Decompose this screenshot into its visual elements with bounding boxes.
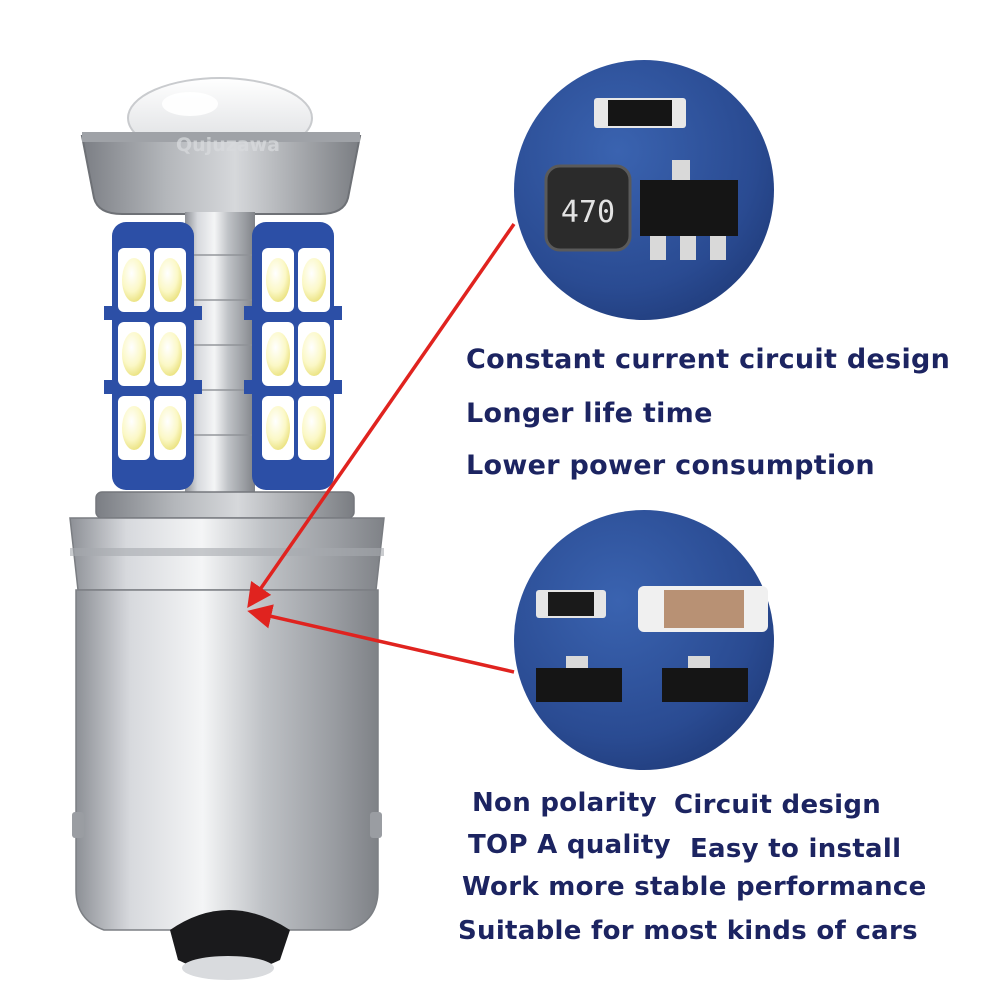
chip-inductor bbox=[544, 164, 632, 252]
feature-suitable-cars: Suitable for most kinds of cars bbox=[458, 916, 918, 946]
feature-longer-life: Longer life time bbox=[466, 398, 713, 429]
chip-transistor-left bbox=[536, 668, 622, 702]
feature-top-a-quality: TOP A quality bbox=[468, 830, 671, 860]
led-board-right bbox=[244, 222, 342, 490]
callout-arrow-top bbox=[247, 223, 516, 609]
bulb-top-cap: Qujuzawa bbox=[80, 132, 362, 215]
feature-lower-power: Lower power consumption bbox=[466, 450, 875, 481]
feature-non-polarity: Non polarity bbox=[472, 788, 657, 818]
callout-arrow-bottom bbox=[247, 604, 515, 674]
chip-regulator bbox=[640, 180, 738, 236]
bulb-base bbox=[72, 589, 382, 980]
bayonet-pin-right bbox=[370, 812, 382, 838]
bulb-center-column bbox=[185, 212, 255, 502]
feature-constant-current: Constant current circuit design bbox=[466, 344, 951, 375]
bayonet-pin-left bbox=[72, 812, 84, 838]
inductor-marking: 470 bbox=[561, 195, 615, 230]
base-contact bbox=[170, 910, 290, 973]
chip-transistor-right bbox=[662, 668, 748, 702]
feature-stable-performance: Work more stable performance bbox=[462, 872, 927, 902]
brand-watermark: Qujuzawa bbox=[176, 134, 280, 156]
feature-easy-install: Easy to install bbox=[690, 834, 902, 864]
feature-circuit-design: Circuit design bbox=[674, 790, 882, 820]
bulb-neck bbox=[69, 491, 385, 591]
zoom-circle-constant-current: 470 bbox=[514, 60, 774, 320]
led-board-left bbox=[104, 222, 202, 490]
zoom-circle-non-polarity bbox=[514, 510, 774, 770]
